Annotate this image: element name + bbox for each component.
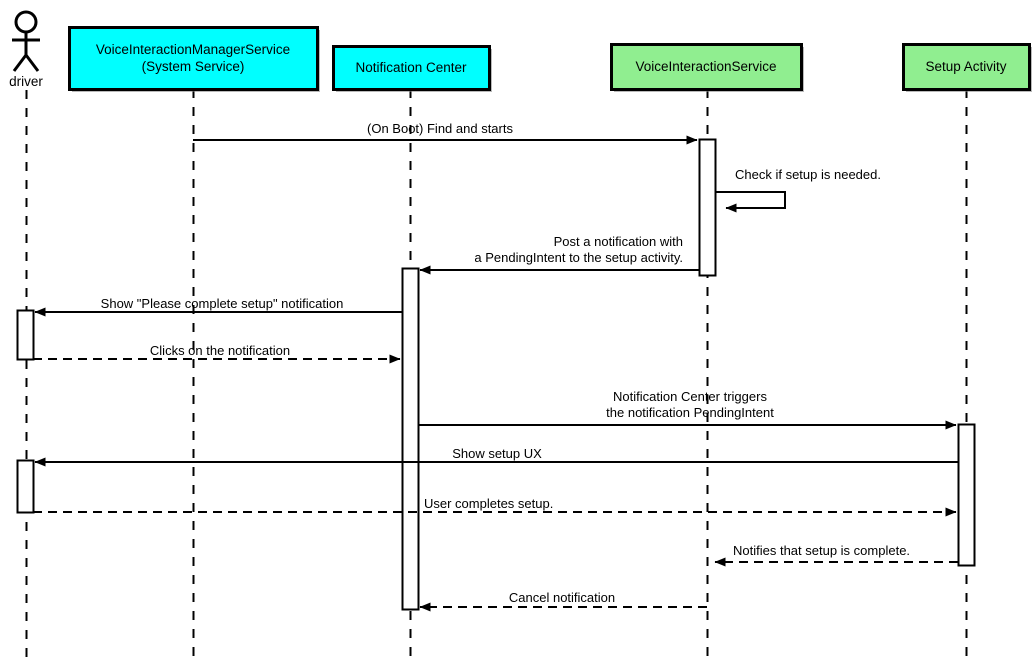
lifelines-group <box>25 89 968 660</box>
participant-label-setup-activity: Setup Activity <box>925 59 1007 74</box>
message-arrows-group <box>33 135 958 612</box>
activation-bar-vis <box>698 138 717 277</box>
activation-bar-driver <box>16 459 35 514</box>
participant-box-setup-activity[interactable] <box>902 43 1031 91</box>
participant-label-vis: VoiceInteractionService <box>635 59 777 74</box>
participant-label-vims: VoiceInteractionManagerService (System S… <box>95 42 291 74</box>
message-arrow-m2 <box>715 191 786 213</box>
participant-box-vis[interactable] <box>610 43 803 91</box>
activation-bar-driver <box>16 309 35 361</box>
participant-box-notification-center[interactable] <box>332 45 491 91</box>
actor-right-leg-icon <box>24 54 40 72</box>
activation-bars-group <box>16 138 976 611</box>
actor-figure-group <box>12 10 40 72</box>
participant-boxes-group <box>68 26 1032 92</box>
actor-left-leg-icon <box>12 54 28 72</box>
participant-label-notification-center: Notification Center <box>355 60 467 75</box>
actor-label-driver: driver <box>9 74 43 89</box>
activation-bar-setup-activity <box>957 423 976 567</box>
activation-bar-notification-center <box>401 267 420 611</box>
actor-head-icon <box>14 10 38 34</box>
participant-box-vims[interactable] <box>68 26 319 91</box>
